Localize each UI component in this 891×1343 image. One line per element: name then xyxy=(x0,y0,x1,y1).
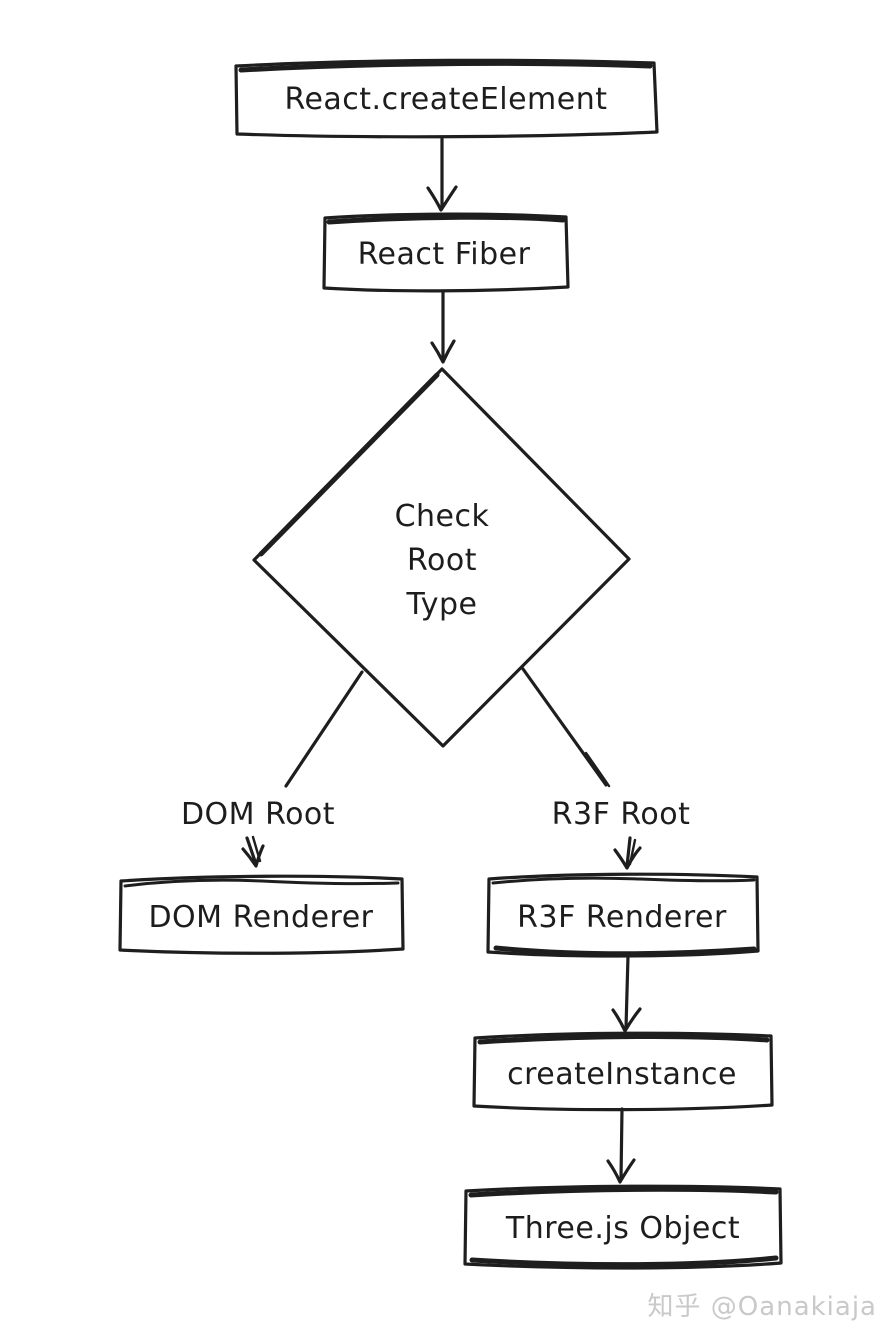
arrow-fiber-to-check xyxy=(430,290,456,364)
box-react-create-element xyxy=(234,58,659,139)
box-threejs-object-overdraw-bottom xyxy=(469,1255,779,1268)
box-react-fiber xyxy=(322,212,570,293)
arrow-stem xyxy=(624,954,630,1030)
arrowhead-icon xyxy=(606,1158,636,1184)
node-create-instance: createInstance xyxy=(472,1031,774,1112)
arrow-createelement-to-fiber xyxy=(426,137,458,212)
box-create-instance xyxy=(472,1031,774,1112)
node-react-fiber: React Fiber xyxy=(322,212,570,293)
branch-line-dom-root xyxy=(284,670,364,788)
node-dom-renderer: DOM Renderer xyxy=(118,874,405,955)
arrow-stem xyxy=(619,1107,624,1181)
node-label-react-fiber: React Fiber xyxy=(358,237,531,272)
box-threejs-object-overdraw-top xyxy=(468,1186,779,1198)
node-label-create-instance: createInstance xyxy=(507,1057,737,1092)
box-r3f-renderer-overdraw-top xyxy=(491,876,756,885)
watermark: 知乎 @Oanakiaja xyxy=(648,1286,877,1323)
diamond-label-line1: Check xyxy=(395,499,490,534)
diamond-overdraw xyxy=(258,372,440,557)
box-react-create-element-overdraw xyxy=(238,60,653,73)
edge-label-dom-root: DOM Root xyxy=(181,797,335,832)
box-create-instance-overdraw xyxy=(477,1033,770,1045)
node-label-threejs-object: Three.js Object xyxy=(505,1211,740,1246)
node-label-dom-renderer: DOM Renderer xyxy=(148,900,373,935)
box-react-fiber-overdraw xyxy=(326,214,566,225)
diamond-label-line2: Root xyxy=(407,543,477,578)
box-r3f-renderer-overdraw-bottom xyxy=(493,945,757,957)
arrow-r3froot-to-r3frenderer xyxy=(613,836,642,870)
node-react-create-element: React.createElement xyxy=(234,58,659,139)
arrow-domroot-to-domrenderer xyxy=(241,835,265,868)
edge-label-r3f-root: R3F Root xyxy=(552,797,691,832)
node-label-r3f-renderer: R3F Renderer xyxy=(517,900,727,935)
arrow-stem xyxy=(245,836,258,866)
node-label-react-create-element: React.createElement xyxy=(284,82,607,117)
box-threejs-object xyxy=(463,1184,783,1270)
node-check-root-type: Check Root Type xyxy=(252,367,631,788)
arrow-createinstance-to-threejs xyxy=(606,1107,636,1184)
arrow-stem xyxy=(625,836,632,868)
node-r3f-renderer: R3F Renderer xyxy=(486,872,760,958)
watermark-text: 知乎 @Oanakiaja xyxy=(647,1292,877,1322)
arrowhead-icon xyxy=(426,185,458,212)
diamond-label-line3: Type xyxy=(406,587,478,622)
arrowhead-icon xyxy=(241,844,265,868)
box-r3f-renderer xyxy=(486,872,760,958)
box-dom-renderer-overdraw xyxy=(123,878,400,888)
node-threejs-object: Three.js Object xyxy=(463,1184,783,1270)
branch-line-r3f-root-overdraw xyxy=(584,751,611,788)
arrow-r3frenderer-to-createinstance xyxy=(611,954,642,1033)
arrowhead-icon xyxy=(430,339,456,364)
arrowhead-icon xyxy=(613,846,642,870)
arrowhead-icon xyxy=(611,1007,642,1033)
branch-line-r3f-root xyxy=(521,667,608,787)
box-dom-renderer xyxy=(118,874,405,955)
